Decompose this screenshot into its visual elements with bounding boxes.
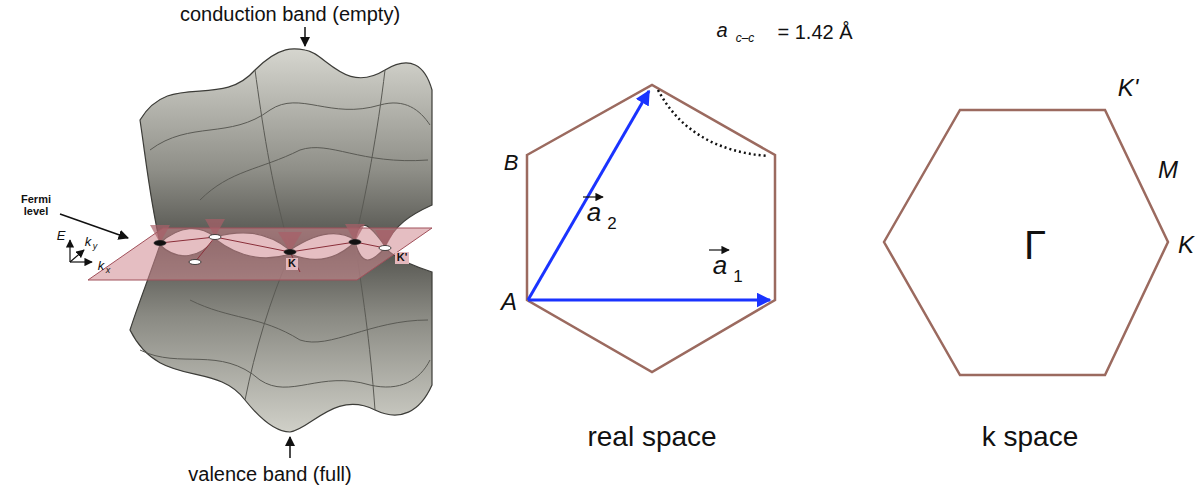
axis-subscript: y <box>93 242 98 251</box>
vector-subscript: 1 <box>733 268 742 286</box>
valley-label: K <box>286 258 298 270</box>
pointer-label: Fermi level <box>16 194 56 217</box>
bond-label: a <box>716 20 727 41</box>
vector-label: a <box>587 199 601 226</box>
pointer-arrow <box>304 27 306 46</box>
vector-arrow-symbol <box>709 249 729 250</box>
axis-label: E <box>57 229 66 243</box>
symmetry-point: K' <box>1118 75 1139 100</box>
dirac-points <box>154 235 391 265</box>
bond-length-marker <box>658 90 768 156</box>
band-label: conduction band (empty) <box>180 4 400 25</box>
real-space-hexagon <box>527 85 775 372</box>
panel-caption: real space <box>587 422 716 451</box>
axis-subscript: x <box>106 266 111 275</box>
valley-label: K' <box>395 252 410 264</box>
panel-caption: k space <box>982 422 1079 451</box>
dirac-cones <box>150 219 395 252</box>
fermi-plane <box>88 228 432 280</box>
band-label: valence band (full) <box>188 464 351 485</box>
k-space-hexagon <box>884 110 1168 375</box>
symmetry-point: K <box>1178 232 1194 257</box>
axis-label: k <box>98 259 105 273</box>
lattice-vector <box>528 91 649 300</box>
vector-arrow-symbol <box>583 196 603 197</box>
bond-subscript: c–c <box>736 32 755 45</box>
vector-label: a <box>713 252 727 279</box>
symmetry-point: Γ <box>1024 224 1046 266</box>
site-label: A <box>501 289 517 314</box>
lattice-vector <box>528 299 770 302</box>
symmetry-point: M <box>1158 157 1178 182</box>
pointer-arrow <box>60 214 128 238</box>
brillouin-outline <box>160 237 385 272</box>
site-label: B <box>504 151 519 174</box>
axis-label: k <box>85 235 92 249</box>
bond-length-value: = 1.42 Å <box>777 22 852 43</box>
conduction-band-surface <box>140 49 432 250</box>
vector-subscript: 2 <box>607 215 616 233</box>
pointer-arrow <box>289 437 291 458</box>
